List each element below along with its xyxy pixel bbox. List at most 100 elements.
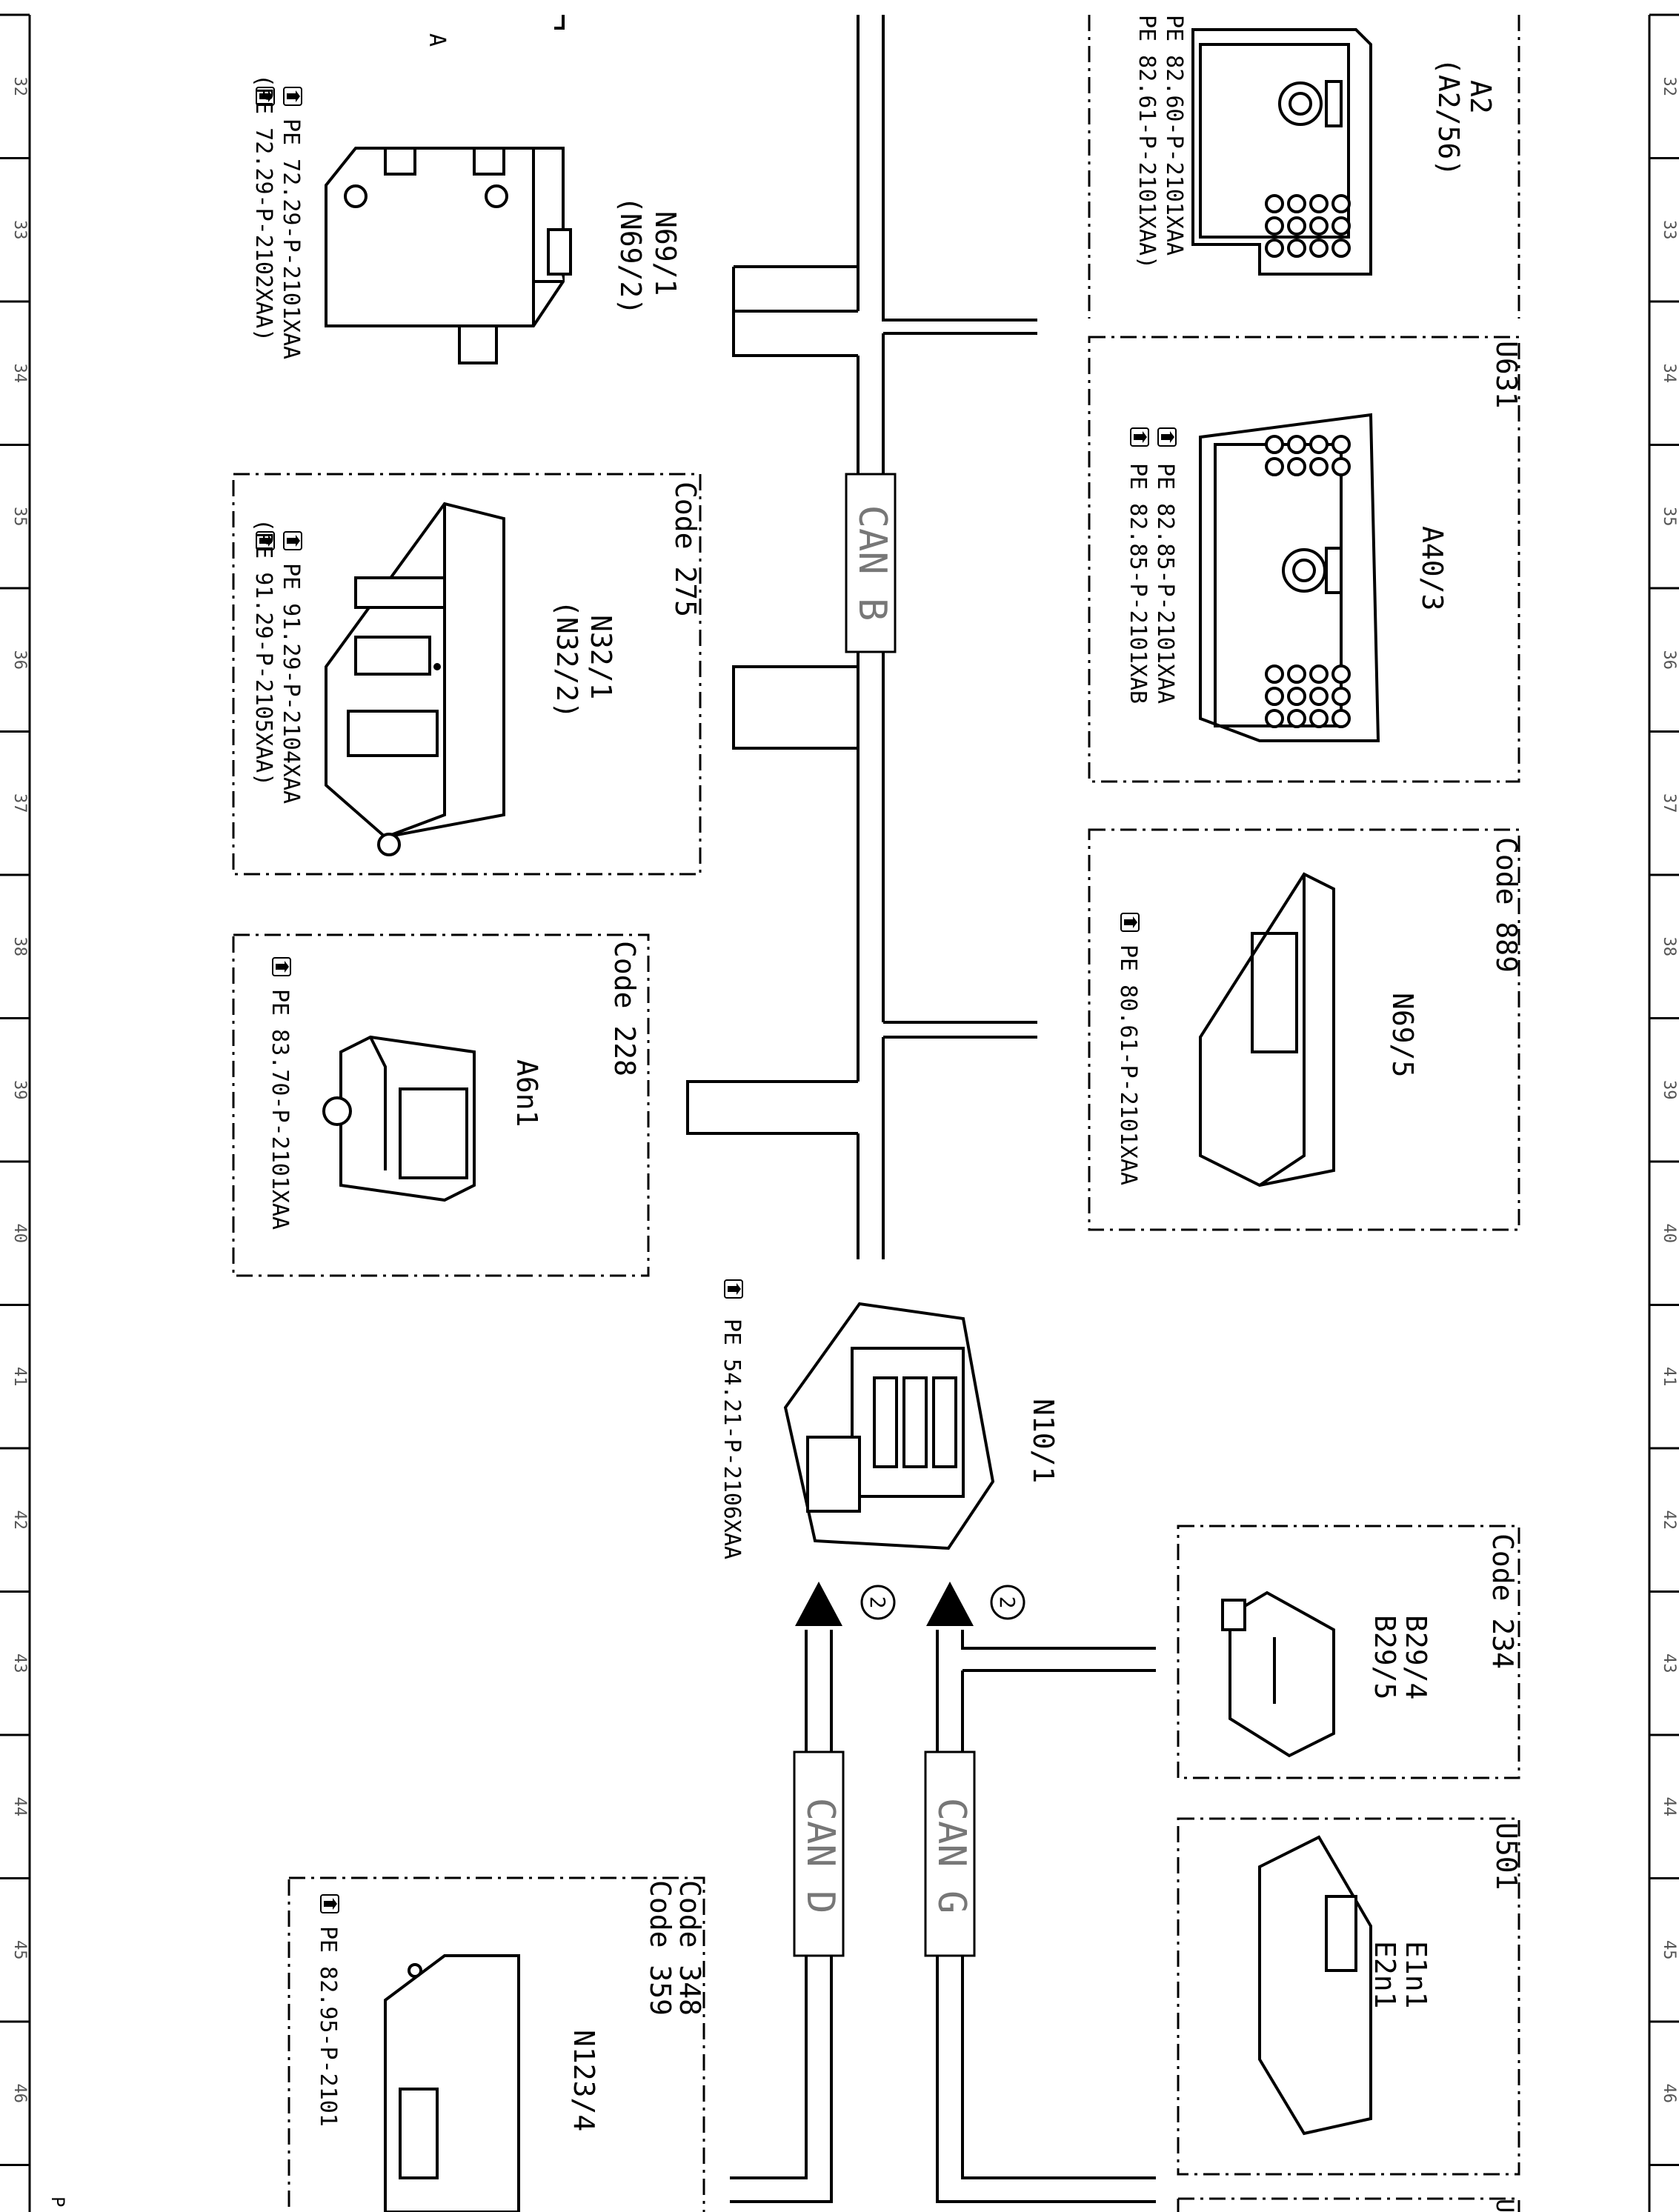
n32-1-line1: N32/1 [585, 615, 617, 699]
ruler-number: 39 [10, 1080, 29, 1100]
a40-3-pe2: PE 82.85-P-2101XAB [1125, 463, 1151, 704]
ruler-number: 41 [1660, 1367, 1678, 1387]
n123-4-code2: Code 359 [644, 1880, 676, 2016]
ruler-number: 41 [10, 1367, 29, 1387]
b29-code: Code 234 [1486, 1533, 1519, 1669]
can-b-text: CAN B [850, 505, 894, 622]
can-d-text: CAN D [798, 1798, 842, 1914]
a6n1-line1: A6n1 [511, 1059, 543, 1127]
module-drawing-n69-1 [325, 147, 572, 364]
module-drawing-n123-4 [384, 1954, 520, 2212]
ruler-number: 37 [10, 793, 29, 813]
component-a40-3: U631 A40/3 PE 82.85-P-2101XAA PE 82.85-P… [1088, 336, 1523, 783]
ruler-number: 45 [1660, 1940, 1678, 1960]
n123-4-code1: Code 348 [674, 1880, 706, 2016]
ruler-number: 35 [10, 507, 29, 527]
can-g-text: CAN G [929, 1798, 974, 1914]
can-b-label: CAN B [845, 473, 897, 653]
dashed-box [232, 473, 702, 876]
dashed-box [1177, 1817, 1520, 2176]
ruler-number: 37 [1660, 793, 1678, 813]
edge-fragment-a: A [424, 33, 450, 47]
pe-icon [283, 531, 302, 550]
ruler-number: 33 [10, 220, 29, 240]
ruler-number: 40 [1660, 1224, 1678, 1244]
ruler-number: 33 [1660, 220, 1678, 240]
b29-line1: B29/4 [1400, 1615, 1432, 1699]
pe-icon [1157, 427, 1177, 447]
n69-1-line2: (N69/2) [614, 196, 647, 315]
e1n1-line1: E1n1 [1400, 1941, 1432, 2009]
module-drawing-a6n1 [322, 1035, 476, 1202]
dashed-box [1088, 336, 1520, 783]
a2-line1: A2 [1464, 80, 1497, 114]
can-d-marker: 2 [860, 1585, 896, 1620]
ruler-number: 46 [1660, 2084, 1678, 2104]
component-n69-5: Code 889 N69/5 PE 80.61-P-2101XAA [1088, 828, 1523, 1231]
pe-icon [1120, 913, 1140, 932]
ruler-number: 36 [10, 650, 29, 670]
ruler-number: 34 [10, 364, 29, 384]
ruler-number: 43 [1660, 1653, 1678, 1673]
component-n69-1: N69/1 (N69/2) PE 72.29-P-2101XAA (PE 72.… [250, 74, 682, 364]
n69-5-code: Code 889 [1490, 837, 1523, 973]
a2-pe1: PE 82.60-P-2101XAA [1161, 15, 1187, 256]
n69-1-pe2: (PE 72.29-P-2102XAA) [250, 74, 276, 342]
can-b-bus [686, 15, 1037, 1259]
a2-line2: (A2/56) [1432, 58, 1465, 176]
ruler-number: 44 [1660, 1797, 1678, 1817]
component-a2: A2 (A2/56) PE 82.60-P-2101XAA PE 82.61-P… [1088, 15, 1520, 319]
n32-1-pe1: PE 91.29-P-2104XAA [278, 563, 304, 804]
n123-4-pe1: PE 82.95-P-2101 [315, 1926, 341, 2127]
e1n1-variant: U501 [1490, 1822, 1523, 1890]
component-n123-4: Code 348 Code 359 N123/4 PE 82.95-P-2101 [287, 1876, 706, 2212]
ruler-number: 39 [1660, 1080, 1678, 1100]
a6n1-code: Code 228 [608, 941, 641, 1076]
module-drawing-b29 [1221, 1590, 1335, 1758]
n32-1-code: Code 275 [669, 482, 702, 617]
a2-pe2: PE 82.61-P-2101XAA) [1134, 15, 1160, 269]
can-g-bus [936, 1630, 1156, 2203]
a40-3-line1: A40/3 [1416, 526, 1449, 610]
component-u254: U254 [1177, 2197, 1520, 2212]
pe-icon [1130, 427, 1149, 447]
ruler-number: 32 [1660, 77, 1678, 97]
keypad-grid [1265, 435, 1351, 728]
module-drawing-n32-1 [325, 502, 505, 856]
can-d-arrow [795, 1582, 842, 1626]
can-g-marker-text: 2 [995, 1596, 1020, 1609]
component-e1n1: U501 E1n1 E2n1 [1177, 1817, 1523, 2176]
dashed-box [1177, 1525, 1520, 1779]
can-g-arrow [926, 1582, 974, 1626]
ruler-number: 42 [10, 1510, 29, 1530]
ruler-number: 42 [1660, 1510, 1678, 1530]
ruler-number: 40 [10, 1224, 29, 1244]
ruler-number: 36 [1660, 650, 1678, 670]
module-drawing-a40-3 [1199, 413, 1380, 742]
module-drawing-e1n1 [1258, 1835, 1372, 2136]
n123-4-line1: N123/4 [568, 2030, 600, 2131]
component-a6n1: Code 228 A6n1 PE 83.70-P-2101XAA [232, 933, 650, 1277]
n69-5-pe1: PE 80.61-P-2101XAA [1115, 945, 1141, 1185]
n32-1-line2: (N32/2) [551, 600, 583, 719]
ruler-number: 32 [10, 77, 29, 97]
n32-1-pe2: (PE 91.29-P-2105XAA) [250, 519, 276, 786]
can-g-label: CAN G [924, 1750, 976, 1957]
n69-5-line1: N69/5 [1386, 993, 1419, 1077]
can-d-marker-text: 2 [865, 1596, 890, 1609]
pe-icon [283, 87, 302, 106]
ruler-number: 46 [10, 2084, 29, 2104]
can-d-label: CAN D [793, 1750, 845, 1957]
dashed-box [232, 933, 650, 1277]
ruler-number: 43 [10, 1653, 29, 1673]
module-drawing-a2 [1191, 28, 1372, 276]
component-b29: Code 234 B29/4 B29/5 [1177, 1525, 1520, 1779]
can-d-bus [730, 1630, 833, 2203]
b29-line2: B29/5 [1369, 1615, 1401, 1699]
a40-3-pe1: PE 82.85-P-2101XAA [1152, 463, 1178, 704]
ruler-number: 35 [1660, 507, 1678, 527]
keypad-grid [1265, 194, 1351, 258]
dashed-box [287, 1876, 705, 2212]
